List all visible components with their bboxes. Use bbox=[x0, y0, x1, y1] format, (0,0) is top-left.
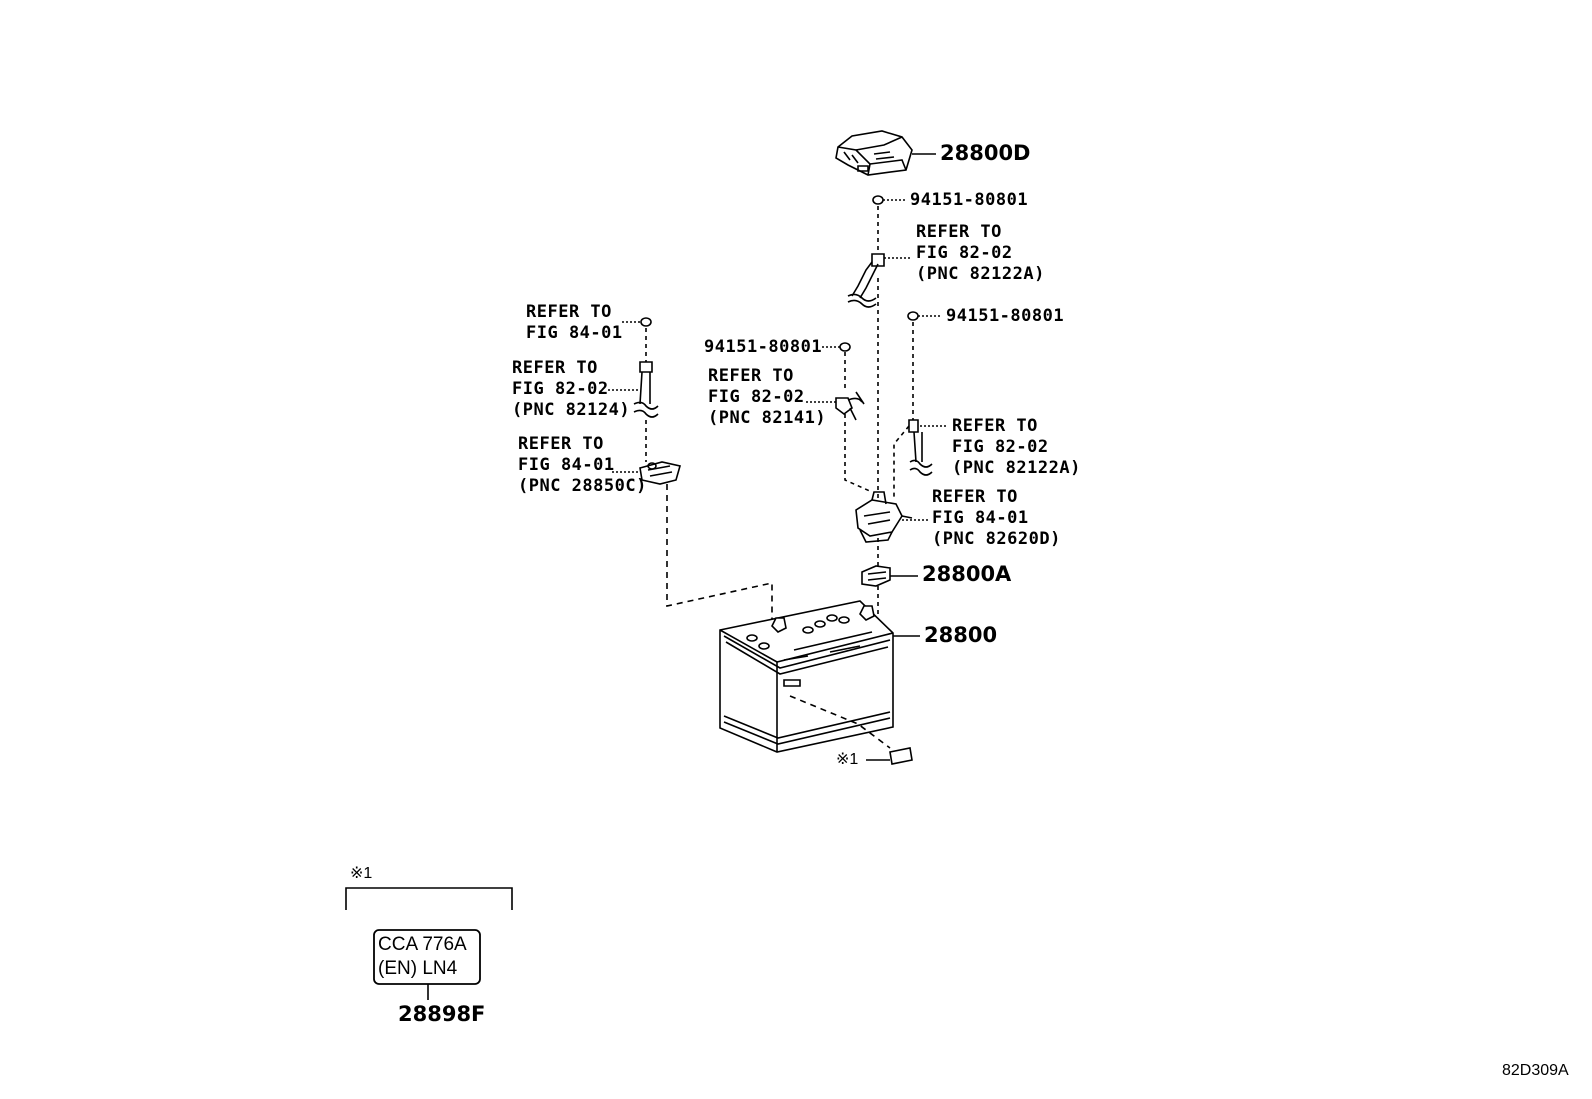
refer-fig: FIG 84-01 bbox=[932, 508, 1029, 528]
refer-line: REFER TO bbox=[518, 434, 604, 454]
refer-82141: REFER TO FIG 82-02 (PNC 82141) bbox=[708, 366, 826, 429]
cable-82124-drawing bbox=[634, 362, 658, 417]
refer-82122a-top: REFER TO FIG 82-02 (PNC 82122A) bbox=[916, 222, 1045, 285]
part-nut-right-label: 94151-80801 bbox=[946, 306, 1065, 326]
cable-82141-drawing bbox=[836, 392, 864, 420]
refer-fig: FIG 84-01 bbox=[518, 455, 615, 475]
nut-refer-84-01-drawing bbox=[641, 318, 651, 326]
label-sticker-drawing bbox=[890, 748, 912, 764]
refer-line: REFER TO bbox=[708, 366, 794, 386]
refer-pnc: (PNC 82122A) bbox=[952, 458, 1081, 478]
label-plate bbox=[374, 930, 480, 984]
refer-fig: FIG 84-01 bbox=[526, 323, 623, 343]
refer-fig: FIG 82-02 bbox=[916, 243, 1013, 263]
refer-pnc: (PNC 82122A) bbox=[916, 264, 1045, 284]
nut-top-drawing bbox=[873, 196, 883, 204]
refer-fig: FIG 82-02 bbox=[708, 387, 805, 407]
part-28800-label: 28800 bbox=[924, 623, 998, 647]
refer-line: REFER TO bbox=[526, 302, 612, 322]
refer-82124: REFER TO FIG 82-02 (PNC 82124) bbox=[512, 358, 630, 421]
refer-pnc: (PNC 82620D) bbox=[932, 529, 1061, 549]
refer-pnc: (PNC 82124) bbox=[512, 400, 631, 420]
figure-code: 82D309A bbox=[1502, 1062, 1569, 1079]
refer-28850c: REFER TO FIG 84-01 (PNC 28850C) bbox=[518, 434, 647, 497]
terminal-28850C-drawing bbox=[640, 462, 680, 484]
part-28800D-label: 28800D bbox=[940, 141, 1031, 165]
refer-pnc: (PNC 28850C) bbox=[518, 476, 647, 496]
terminal-clamp-drawing bbox=[862, 566, 890, 586]
plate-line-1: CCA 776A bbox=[378, 934, 467, 955]
refer-line: REFER TO bbox=[932, 487, 1018, 507]
part-28800A-label: 28800A bbox=[922, 562, 1012, 586]
relay-cover-drawing bbox=[836, 131, 912, 175]
refer-fig: FIG 82-02 bbox=[952, 437, 1049, 457]
nut-left-drawing bbox=[840, 343, 850, 351]
note-marker-label: ※1 bbox=[836, 751, 859, 768]
cable-terminal-top-drawing bbox=[848, 254, 884, 307]
fuse-block-drawing bbox=[856, 492, 912, 542]
nut-right-drawing bbox=[908, 312, 918, 320]
refer-82620d: REFER TO FIG 84-01 (PNC 82620D) bbox=[932, 487, 1061, 550]
refer-84-01-nut: REFER TO FIG 84-01 bbox=[526, 302, 623, 344]
refer-line: REFER TO bbox=[952, 416, 1038, 436]
plate-line-2: (EN) LN4 bbox=[378, 958, 458, 979]
detail-bracket bbox=[346, 888, 512, 910]
part-28898F-label: 28898F bbox=[398, 1002, 486, 1026]
cable-right-drawing bbox=[909, 420, 932, 475]
part-nut-top-label: 94151-80801 bbox=[910, 190, 1029, 210]
part-nut-left-label: 94151-80801 bbox=[704, 337, 823, 357]
battery-drawing bbox=[720, 601, 893, 752]
refer-fig: FIG 82-02 bbox=[512, 379, 609, 399]
refer-82122a-right: REFER TO FIG 82-02 (PNC 82122A) bbox=[952, 416, 1081, 479]
refer-line: REFER TO bbox=[512, 358, 598, 378]
refer-pnc: (PNC 82141) bbox=[708, 408, 827, 428]
detail-marker-label: ※1 bbox=[350, 865, 373, 882]
refer-line: REFER TO bbox=[916, 222, 1002, 242]
